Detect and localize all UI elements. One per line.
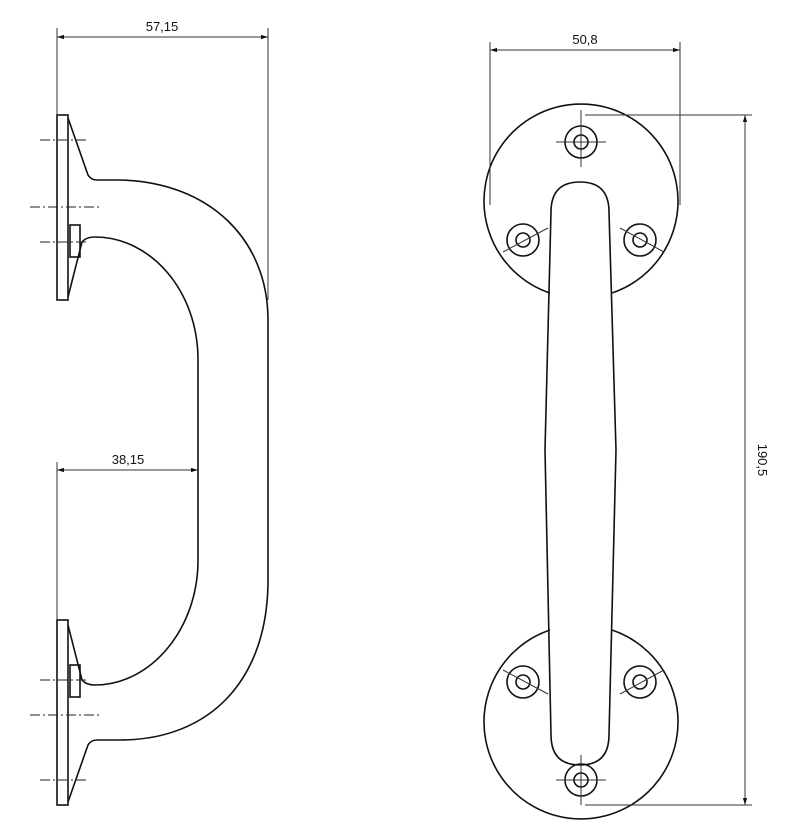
handle-outer-profile: [67, 117, 269, 803]
grip: [544, 181, 617, 766]
screw-holes: [502, 110, 665, 805]
handle-inner-profile: [67, 236, 199, 686]
bottom-screw-head: [69, 664, 81, 698]
side-view: 57,15 38,15: [30, 19, 269, 806]
front-view: 50,8 190,5: [483, 32, 770, 820]
top-screw-head: [69, 224, 81, 258]
bottom-rosette: [483, 629, 679, 820]
top-rosette: [483, 103, 679, 294]
dimension-side-depth: 57,15: [146, 19, 179, 34]
dimension-inner-clearance: 38,15: [112, 452, 145, 467]
dimension-front-height: 190,5: [755, 444, 770, 477]
dimension-front-width: 50,8: [572, 32, 597, 47]
bottom-base-plate: [56, 619, 69, 806]
